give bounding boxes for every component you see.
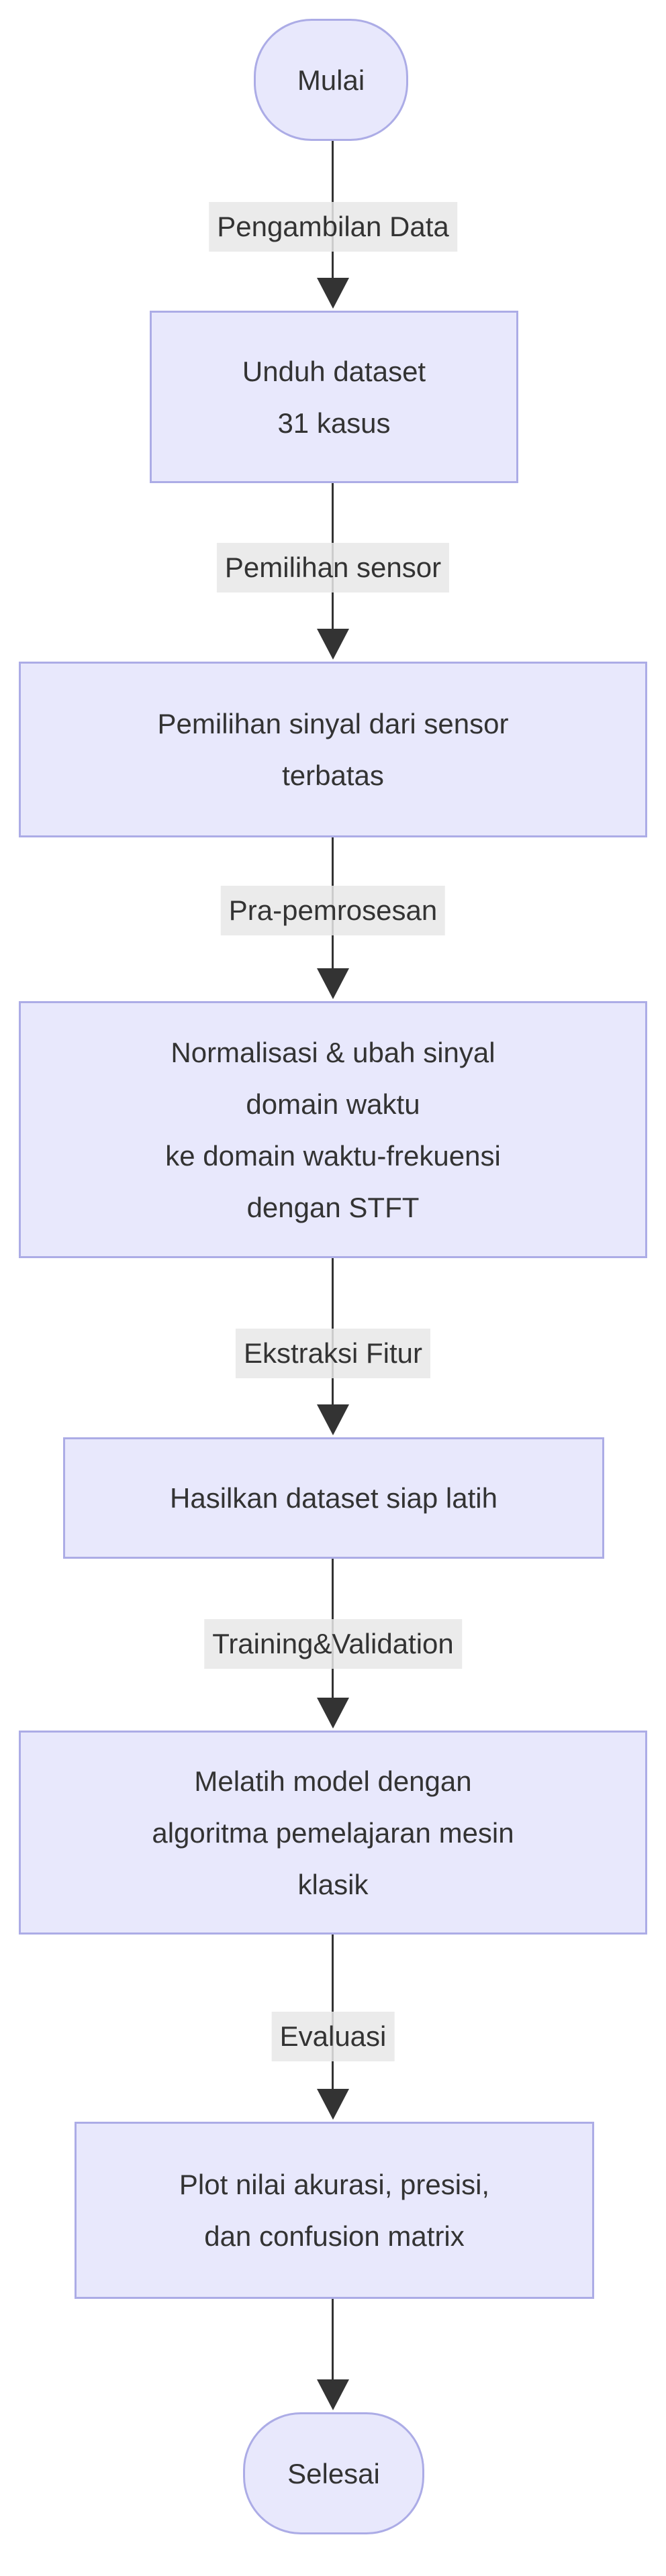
edge-label-6: Evaluasi <box>271 2012 395 2061</box>
node-step-3: Normalisasi & ubah sinyal domain waktu k… <box>19 1001 647 1258</box>
edge-label-4: Ekstraksi Fitur <box>235 1329 431 1378</box>
arrowhead-icon-7 <box>317 2379 349 2410</box>
arrowhead-icon-3 <box>317 968 349 999</box>
node-step-5: Melatih model dengan algoritma pemelajar… <box>19 1731 647 1935</box>
edge-label-3: Pra-pemrosesan <box>220 886 446 935</box>
node-step-4: Hasilkan dataset siap latih <box>63 1437 604 1559</box>
node-step-6: Plot nilai akurasi, presisi, dan confusi… <box>75 2122 594 2299</box>
arrowhead-icon-5 <box>317 1698 349 1729</box>
arrowhead-icon-4 <box>317 1404 349 1435</box>
edge-label-1: Pengambilan Data <box>209 202 457 252</box>
node-step-1: Unduh dataset 31 kasus <box>150 311 518 483</box>
edge-line-7 <box>332 2299 334 2383</box>
node-step-2: Pemilihan sinyal dari sensor terbatas <box>19 662 647 837</box>
edge-label-2: Pemilihan sensor <box>216 543 450 593</box>
arrowhead-icon-6 <box>317 2089 349 2120</box>
edge-label-5: Training&Validation <box>204 1619 462 1669</box>
node-start: Mulai <box>254 19 408 141</box>
arrowhead-icon-1 <box>317 278 349 309</box>
node-end: Selesai <box>243 2412 424 2534</box>
arrowhead-icon-2 <box>317 629 349 660</box>
